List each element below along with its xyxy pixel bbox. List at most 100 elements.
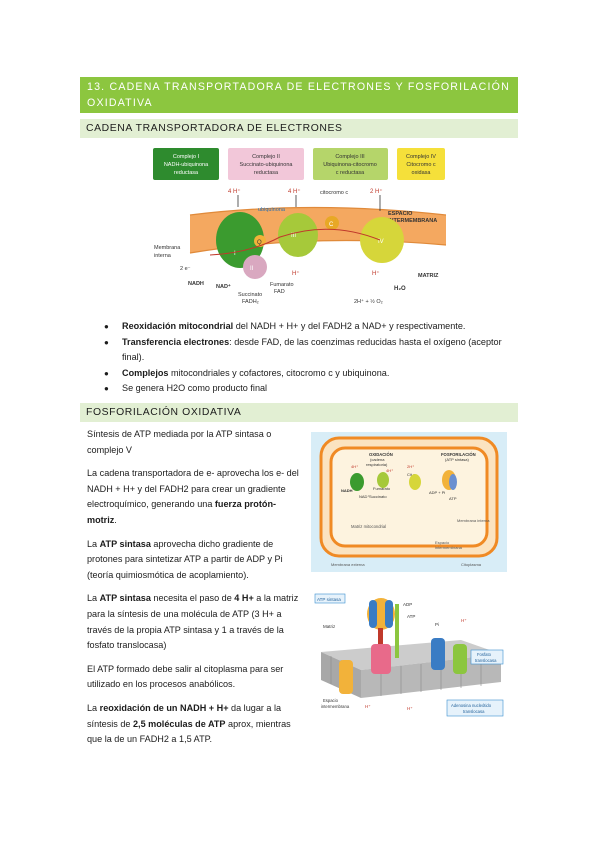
label-oxidacion: OXIDACIÓN [369,452,393,457]
complex-i-box [153,148,219,180]
complex-iv-box [397,148,445,180]
label-intermembrana: INTERMEMBRANA [388,218,437,224]
label-hplus-1: H⁺ [292,270,300,277]
label-atp-sintasa: (ATP sintasa) [445,457,470,462]
label-4h-a: 4H⁺ [351,464,358,469]
paragraph: Síntesis de ATP mediada por la ATP sinta… [87,429,272,455]
section-heading: 13. CADENA TRANSPORTADORA DE ELECTRONES … [80,77,518,113]
label-intermembrana: intermembrana [435,545,463,550]
complex-ii-name2: reductasa [254,170,279,176]
complex-iii-shape [278,213,318,257]
complex-ii-box [228,148,304,180]
complex-iv-name: Citocromo c [406,162,436,168]
label-fosfato: Fosfato [477,652,492,657]
bullet-bold: Transferencia electrones [122,336,230,347]
roman-iv: IV [378,239,384,245]
bullet-bold: Complejos [122,367,169,378]
f0-ring [371,644,391,674]
label-intermembrana: intermembrana [321,704,350,709]
complex-iii-title: Complejo III [335,154,365,160]
complex-iii-box [313,148,388,180]
fosfato-tag [470,649,504,665]
label-hplus-2: H⁺ [372,270,380,277]
label-h2o: H₂O [394,286,406,292]
complex-ii-name: Succinato-ubiquinona [240,162,294,168]
complex-ii-title: Complejo II [252,154,280,160]
label-fadh2: FADH₂ [242,299,259,305]
label-2h: 2 H⁺ [370,188,383,195]
label-membrana: Membrana [154,245,181,251]
label-adp: ADP + Pi [429,490,445,495]
atp-sintasa-tag [314,593,346,604]
bullet-icon: ● [104,384,109,394]
label-h1: H⁺ [461,618,467,623]
q-label: Q [257,240,262,246]
text-column: Síntesis de ATP mediada por la ATP sinta… [87,427,305,756]
subsection-heading-fosforilacion: FOSFORILACIÓN OXIDATIVA [80,403,518,422]
label-fosforilacion: FOSFORILACIÓN [441,452,476,457]
label-membrana-interna: Membrana interna [457,518,490,523]
roman-iii: III [291,233,296,239]
label-2h: 2H⁺ [407,464,414,469]
complex-i-title: Complejo I [173,154,200,160]
label-matriz: MATRIZ [418,273,439,279]
label-interna: interna [154,253,172,259]
label-2e: 2 e⁻ [180,266,191,272]
label-nad: NAD⁺ [216,283,231,290]
nucleotide-tag [446,699,504,717]
bullet-text: del NADH + H+ y del FADH2 a NAD+ y respe… [233,321,466,331]
complex-iv-shape [360,217,404,263]
atp-synthase-diagram: ATP sintasa Matriz ADP ATP Pi H⁺ H⁺ H⁺ F… [311,592,507,722]
complex-ii-shape [243,255,267,279]
bullet-icon: ● [104,337,109,347]
electron-transport-chain-diagram: Complejo I NADH-ubiquinona reductasa Com… [153,148,447,305]
label-adp: ADP [403,602,412,607]
label-espacio: Espacio [323,698,339,703]
cytochrome-c [325,216,339,230]
label-citoplasma: Citoplasma [461,562,482,567]
c-label: C [329,222,334,228]
label-succinato: Succinato [238,292,262,298]
complex-iv-name2: oxidasa [412,170,432,176]
label-nad: NAD⁺ [359,494,370,499]
paragraph: La cadena transportadora de e- aprovecha… [87,468,299,525]
electron-path [209,228,381,256]
mitochondrion-diagram: OXIDACIÓN (cadena respiratoria) FOSFORIL… [311,432,507,572]
label-h3: H⁺ [407,706,413,711]
complex-iv-shape [409,474,421,490]
label-nadh: NADH [341,488,353,493]
label-h2: H⁺ [365,704,371,709]
label-4h-1: 4 H⁺ [228,188,241,195]
complex-iii-name: Ubiquinona-citocromo [323,162,377,168]
complex-i-shape [350,473,364,491]
roman-ii: II [250,266,254,272]
ubiquinone-q [254,235,266,247]
label-cadena: (cadena [370,457,385,462]
label-espacio: ESPACIO [388,211,413,217]
complex-i-name2: reductasa [174,170,199,176]
label-fumarato: Fumarato [270,282,294,288]
label-succinato: Succinato [369,494,387,499]
label-fad: FAD [274,289,285,295]
subsection-heading-cadena: CADENA TRANSPORTADORA DE ELECTRONES [80,119,518,138]
label-membrana-externa: Membrana externa [331,562,365,567]
label-atp-sintasa: ATP sintasa [317,597,341,602]
bullet-icon: ● [104,322,109,331]
label-pi: Pi [435,622,439,627]
complex-i-name: NADH-ubiquinona [164,162,209,168]
label-ubiquinona: ubiquinona [258,207,286,213]
complex-i-shape [216,212,264,268]
bullet-icon: ● [104,368,109,378]
bullet-item: ●Se genera H2O como producto final [104,381,524,397]
label-fumarato: Fumarato [373,486,391,491]
label-4h-b: 4H⁺ [386,468,393,473]
label-nucleotido2: translocasa [463,709,485,714]
complex-iv-title: Complejo IV [406,154,436,160]
phosphate-translocase [431,638,445,670]
label-citocromo: citocromo c [320,190,348,196]
paragraph: La reoxidación de un NADH + H+ da lugar … [87,702,291,745]
paragraph: El ATP formado debe salir al citoplasma … [87,663,284,690]
bullet-bold: Reoxidación mitocondrial [122,321,234,331]
paragraph: La ATP sintasa necesita el paso de 4 H+ … [87,593,299,651]
bullet-item: ●Complejos mitocondriales y cofactores, … [104,366,524,382]
